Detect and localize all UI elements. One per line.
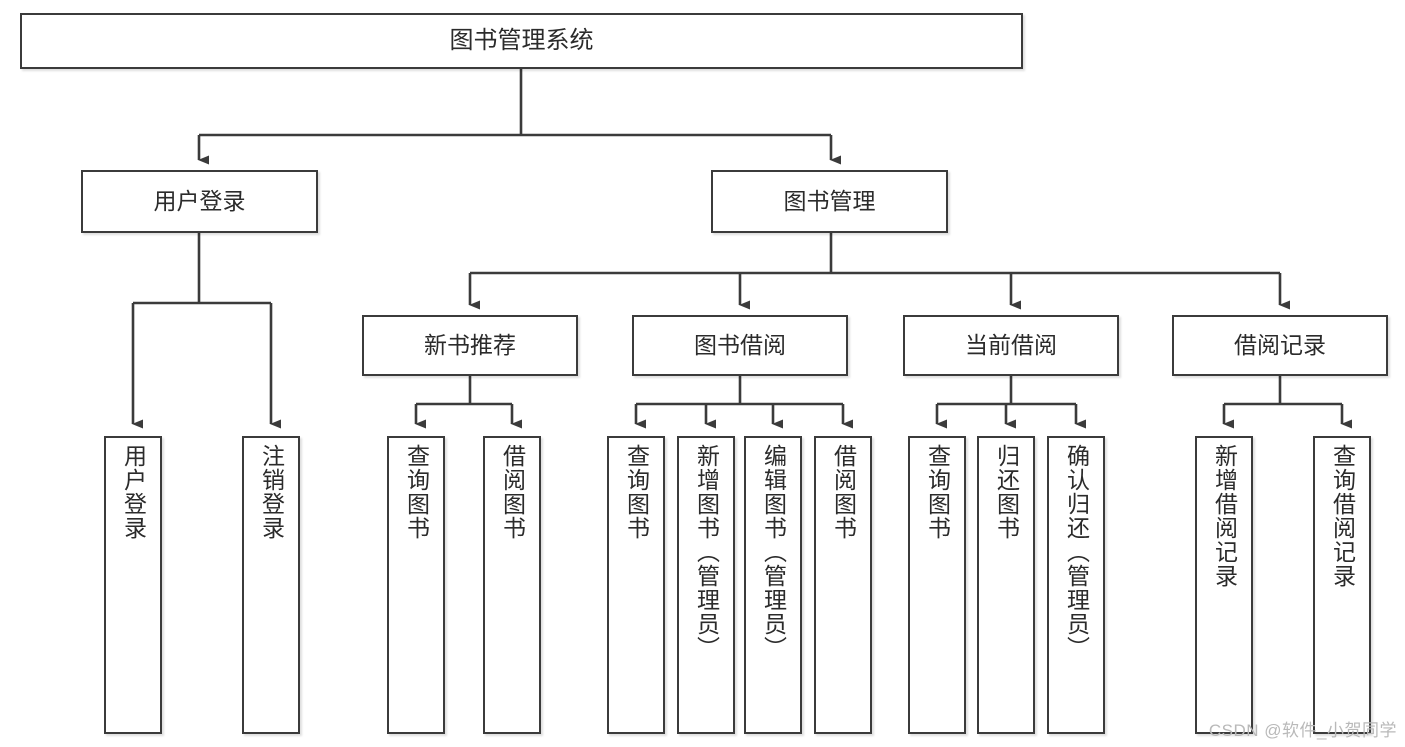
node-label: 用户登录 (153, 187, 246, 214)
node-label: 图书管理系统 (449, 26, 594, 54)
leaf-borrow-query-book[interactable]: 查询图书 (607, 436, 665, 734)
node-label: 新书推荐 (424, 331, 516, 358)
node-current-borrow[interactable]: 当前借阅 (903, 315, 1119, 376)
node-label: 新增图书（管理员） (693, 444, 720, 660)
leaf-current-query-book[interactable]: 查询图书 (908, 436, 966, 734)
node-root-system[interactable]: 图书管理系统 (20, 13, 1023, 69)
node-book-management[interactable]: 图书管理 (711, 170, 948, 233)
node-label: 图书管理 (783, 187, 876, 214)
leaf-recommend-borrow-book[interactable]: 借阅图书 (483, 436, 541, 734)
node-new-book-recommend[interactable]: 新书推荐 (362, 315, 578, 376)
leaf-user-login-logout[interactable]: 注销登录 (242, 436, 300, 734)
leaf-borrow-edit-book-admin[interactable]: 编辑图书（管理员） (744, 436, 802, 734)
node-label: 查询借阅记录 (1329, 444, 1356, 588)
leaf-record-add-record[interactable]: 新增借阅记录 (1195, 436, 1253, 734)
node-label: 注销登录 (258, 444, 285, 540)
leaf-current-confirm-return-admin[interactable]: 确认归还（管理员） (1047, 436, 1105, 734)
node-label: 借阅图书 (830, 444, 857, 540)
node-borrow-record[interactable]: 借阅记录 (1172, 315, 1388, 376)
node-label: 图书借阅 (694, 331, 786, 358)
leaf-borrow-borrow-book[interactable]: 借阅图书 (814, 436, 872, 734)
node-label: 借阅记录 (1234, 331, 1326, 358)
node-label: 用户登录 (120, 444, 147, 540)
leaf-user-login-login[interactable]: 用户登录 (104, 436, 162, 734)
node-label: 编辑图书（管理员） (760, 444, 787, 660)
leaf-record-query-record[interactable]: 查询借阅记录 (1313, 436, 1371, 734)
node-label: 当前借阅 (965, 331, 1057, 358)
node-label: 新增借阅记录 (1211, 444, 1238, 588)
leaf-recommend-query-book[interactable]: 查询图书 (387, 436, 445, 734)
node-user-login[interactable]: 用户登录 (81, 170, 318, 233)
node-label: 查询图书 (403, 444, 430, 540)
leaf-borrow-add-book-admin[interactable]: 新增图书（管理员） (677, 436, 735, 734)
watermark: CSDN @软件_小贺同学 (1208, 721, 1397, 740)
node-label: 查询图书 (623, 444, 650, 540)
node-label: 确认归还（管理员） (1063, 444, 1090, 660)
node-label: 归还图书 (993, 444, 1020, 540)
leaf-current-return-book[interactable]: 归还图书 (977, 436, 1035, 734)
node-book-borrow[interactable]: 图书借阅 (632, 315, 848, 376)
node-label: 借阅图书 (499, 444, 526, 540)
node-label: 查询图书 (924, 444, 951, 540)
